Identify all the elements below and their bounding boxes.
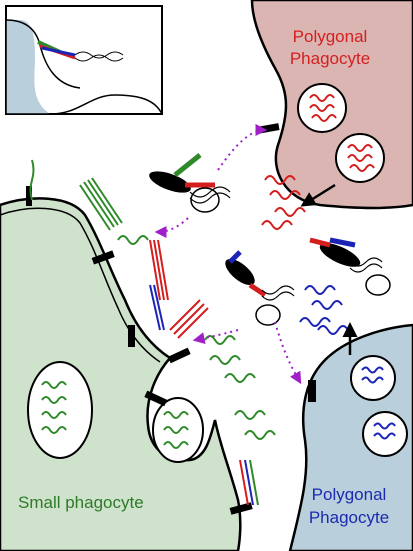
vacuole-top-2	[335, 133, 385, 183]
green-coil-left	[79, 177, 123, 231]
purple-arrow-2	[154, 217, 189, 238]
junction-bar	[128, 325, 135, 347]
green-worms	[29, 159, 276, 440]
label-polygonal-bottom-line1: Polygonal	[312, 485, 387, 504]
red-coil-2	[169, 299, 209, 339]
red-coil-center	[149, 239, 169, 301]
vacuole-green-large	[27, 361, 93, 459]
vacuole-green-small	[152, 397, 204, 463]
junction-bar	[167, 347, 191, 364]
junction-bar	[229, 502, 253, 515]
junction-bar	[91, 250, 115, 265]
label-small-phagocyte: Small phagocyte	[18, 493, 144, 512]
purple-arrow-3	[192, 329, 239, 345]
junction-bar	[308, 380, 316, 402]
coil-bottom	[239, 459, 259, 506]
junction-bar	[26, 186, 32, 206]
inset-schematic	[5, 5, 163, 115]
junction-bar	[144, 390, 168, 407]
red-worms-top	[261, 175, 306, 230]
label-polygonal-top-line2: Phagocyte	[290, 49, 370, 68]
vacuole-bottom-2	[362, 411, 408, 457]
purple-arrow-4	[274, 321, 302, 385]
label-polygonal-top-line1: Polygonal	[293, 27, 368, 46]
vacuole-top-1	[297, 83, 347, 133]
arrow-to-top-cell	[300, 183, 336, 207]
purple-arrow-1	[217, 124, 268, 171]
flagellated-bacterium-icon	[149, 153, 231, 213]
label-polygonal-bottom-line2: Phagocyte	[309, 508, 389, 527]
flagellated-bacterium-icon	[225, 250, 295, 326]
vacuole-bottom-1	[350, 355, 396, 401]
flagellated-bacterium-icon	[309, 237, 391, 296]
junction-bar	[256, 123, 280, 134]
blue-worms	[299, 285, 349, 335]
blue-coil-center	[149, 284, 165, 331]
